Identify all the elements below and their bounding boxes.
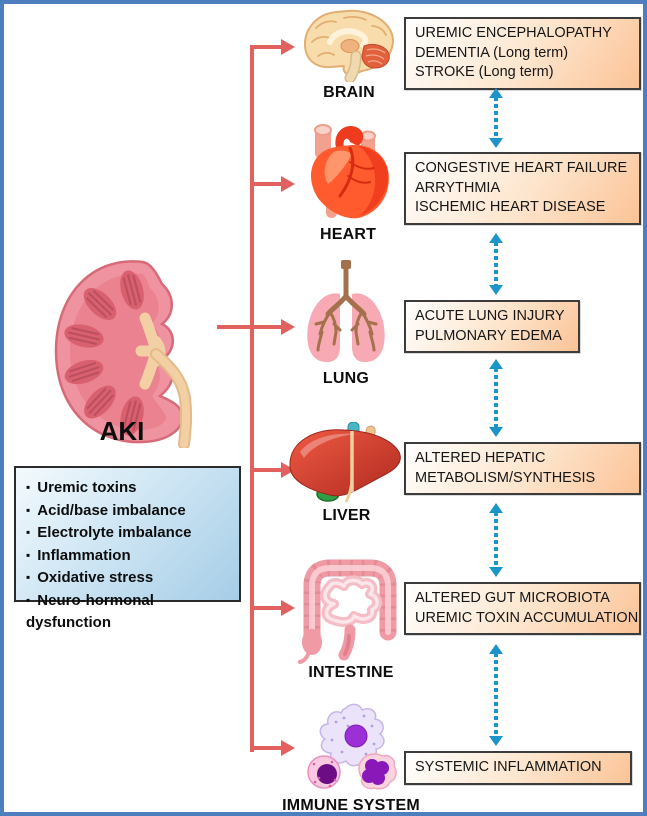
renal-pyramids bbox=[64, 270, 144, 436]
organ-label-liver: LIVER bbox=[322, 507, 371, 524]
effect-line: ARRYTHMIA bbox=[415, 179, 501, 196]
organ-label-brain: BRAIN bbox=[323, 84, 375, 101]
mediator-item: Oxidative stress bbox=[26, 567, 233, 590]
arrow-shaft bbox=[494, 242, 498, 286]
aki-label: AKI bbox=[99, 416, 145, 446]
arrow-shaft bbox=[494, 653, 498, 737]
organ-label-heart: HEART bbox=[319, 226, 377, 243]
effect-box-intestine: ALTERED GUT MICROBIOTA UREMIC TOXIN ACCU… bbox=[404, 582, 641, 635]
arrow-shaft bbox=[494, 97, 498, 139]
crosstalk-arrow-icon bbox=[489, 503, 503, 577]
effect-box-liver: ALTERED HEPATIC METABOLISM/SYNTHESIS bbox=[404, 442, 641, 495]
effect-line: ALTERED GUT MICROBIOTA bbox=[415, 590, 610, 606]
effect-line: ACUTE LUNG INJURY bbox=[415, 308, 565, 324]
effect-box-brain: UREMIC ENCEPHALOPATHY DEMENTIA (Long ter… bbox=[404, 17, 641, 90]
effect-box-immune-system: SYSTEMIC INFLAMMATION bbox=[404, 751, 632, 785]
liver-icon bbox=[289, 422, 401, 503]
red-arrow-lung-icon bbox=[252, 319, 295, 335]
brain-icon bbox=[303, 9, 394, 82]
arrow-shaft bbox=[494, 512, 498, 568]
aki-connector-trunk bbox=[250, 45, 254, 752]
crosstalk-arrow-icon bbox=[489, 644, 503, 746]
effect-line: UREMIC ENCEPHALOPATHY bbox=[415, 25, 612, 41]
crosstalk-arrow-icon bbox=[489, 88, 503, 148]
mediator-item: Uremic toxins bbox=[26, 477, 233, 500]
red-arrow-intestine-icon bbox=[252, 600, 295, 616]
crosstalk-arrow-icon bbox=[489, 359, 503, 437]
organ-label-lung: LUNG bbox=[322, 370, 370, 387]
red-arrow-brain-icon bbox=[252, 39, 295, 55]
effect-line: PULMONARY EDEMA bbox=[415, 327, 562, 344]
lung-icon bbox=[307, 260, 385, 363]
effect-line: ISCHEMIC HEART DISEASE bbox=[415, 199, 606, 215]
mediator-item: Neuro-hormonal dysfunction bbox=[26, 590, 233, 634]
effect-line: SYSTEMIC INFLAMMATION bbox=[415, 759, 602, 775]
effect-box-heart: CONGESTIVE HEART FAILURE ARRYTHMIA ISCHE… bbox=[404, 152, 641, 225]
effect-box-lung: ACUTE LUNG INJURY PULMONARY EDEMA bbox=[404, 300, 580, 353]
intestine-icon bbox=[298, 559, 397, 664]
effect-line: CONGESTIVE HEART FAILURE bbox=[415, 160, 628, 176]
mediator-item: Inflammation bbox=[26, 545, 233, 568]
effect-line: METABOLISM/SYNTHESIS bbox=[415, 469, 596, 486]
mediators-box: Uremic toxins Acid/base imbalance Electr… bbox=[14, 466, 241, 631]
effect-line: ALTERED HEPATIC bbox=[415, 450, 546, 466]
aki-connector-feed bbox=[217, 325, 253, 329]
mediators-list: Uremic toxins Acid/base imbalance Electr… bbox=[26, 477, 233, 634]
heart-icon bbox=[311, 124, 389, 219]
red-arrow-immune-icon bbox=[252, 740, 295, 756]
red-arrow-liver-icon bbox=[252, 462, 295, 478]
effect-line: UREMIC TOXIN ACCUMULATION bbox=[415, 609, 639, 626]
mediator-item: Electrolyte imbalance bbox=[26, 522, 233, 545]
immune-cells-icon bbox=[307, 703, 397, 790]
mediator-item: Acid/base imbalance bbox=[26, 500, 233, 523]
effect-line: STROKE (Long term) bbox=[415, 64, 554, 80]
red-arrow-heart-icon bbox=[252, 176, 295, 192]
kidney-icon bbox=[54, 260, 193, 448]
organ-label-intestine: INTESTINE bbox=[308, 664, 394, 681]
crosstalk-arrow-icon bbox=[489, 233, 503, 295]
arrow-shaft bbox=[494, 368, 498, 428]
organ-label-immune-system: IMMUNE SYSTEM bbox=[282, 797, 420, 814]
effect-line: DEMENTIA (Long term) bbox=[415, 44, 569, 61]
